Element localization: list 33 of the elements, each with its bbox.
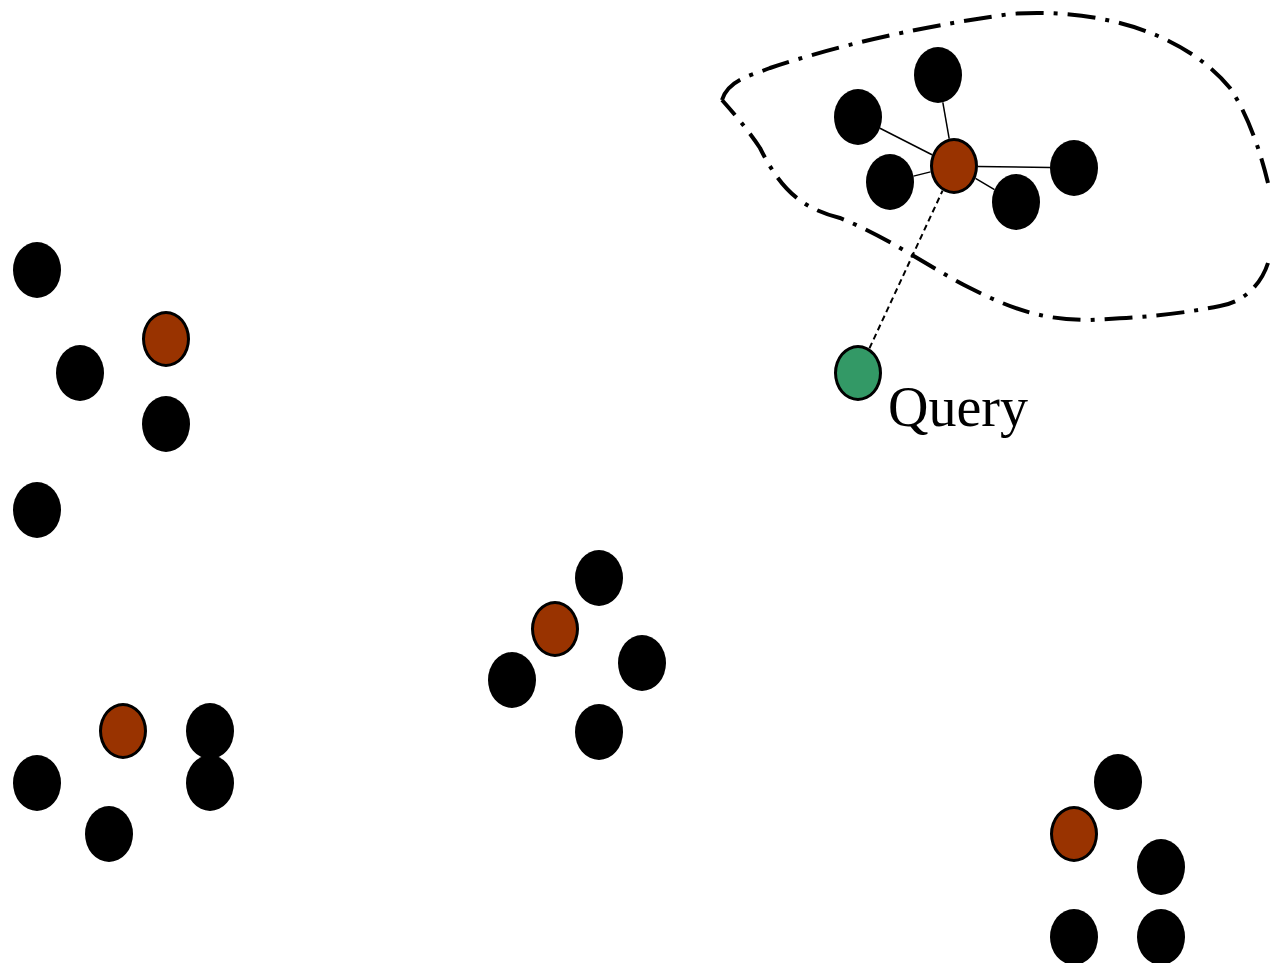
centroid-dot <box>930 138 978 194</box>
centroid-dot <box>142 311 190 367</box>
data-point-dot <box>1094 754 1142 810</box>
data-point-dot <box>834 89 882 145</box>
data-point-dot <box>56 345 104 401</box>
connector-line <box>977 165 1051 169</box>
data-point-dot <box>866 154 914 210</box>
data-point-dot <box>13 242 61 298</box>
data-point-dot <box>1137 839 1185 895</box>
data-point-dot <box>1050 140 1098 196</box>
data-point-dot <box>142 396 190 452</box>
connector-line <box>942 101 950 140</box>
data-point-dot <box>575 704 623 760</box>
centroid-dot <box>99 703 147 759</box>
connector-line <box>912 171 932 177</box>
query-dot <box>834 345 882 401</box>
connector-line <box>879 127 933 156</box>
data-point-dot <box>85 806 133 862</box>
dashed-connector <box>868 189 944 350</box>
data-point-dot <box>488 652 536 708</box>
centroid-dot <box>1050 806 1098 862</box>
data-point-dot <box>13 755 61 811</box>
data-point-dot <box>1050 909 1098 963</box>
data-point-dot <box>186 703 234 759</box>
data-point-dot <box>914 47 962 103</box>
connector-line <box>974 177 996 191</box>
data-point-dot <box>992 174 1040 230</box>
centroid-dot <box>531 601 579 657</box>
data-point-dot <box>13 482 61 538</box>
data-point-dot <box>618 635 666 691</box>
data-point-dot <box>1137 909 1185 963</box>
data-point-dot <box>186 755 234 811</box>
data-point-dot <box>575 550 623 606</box>
